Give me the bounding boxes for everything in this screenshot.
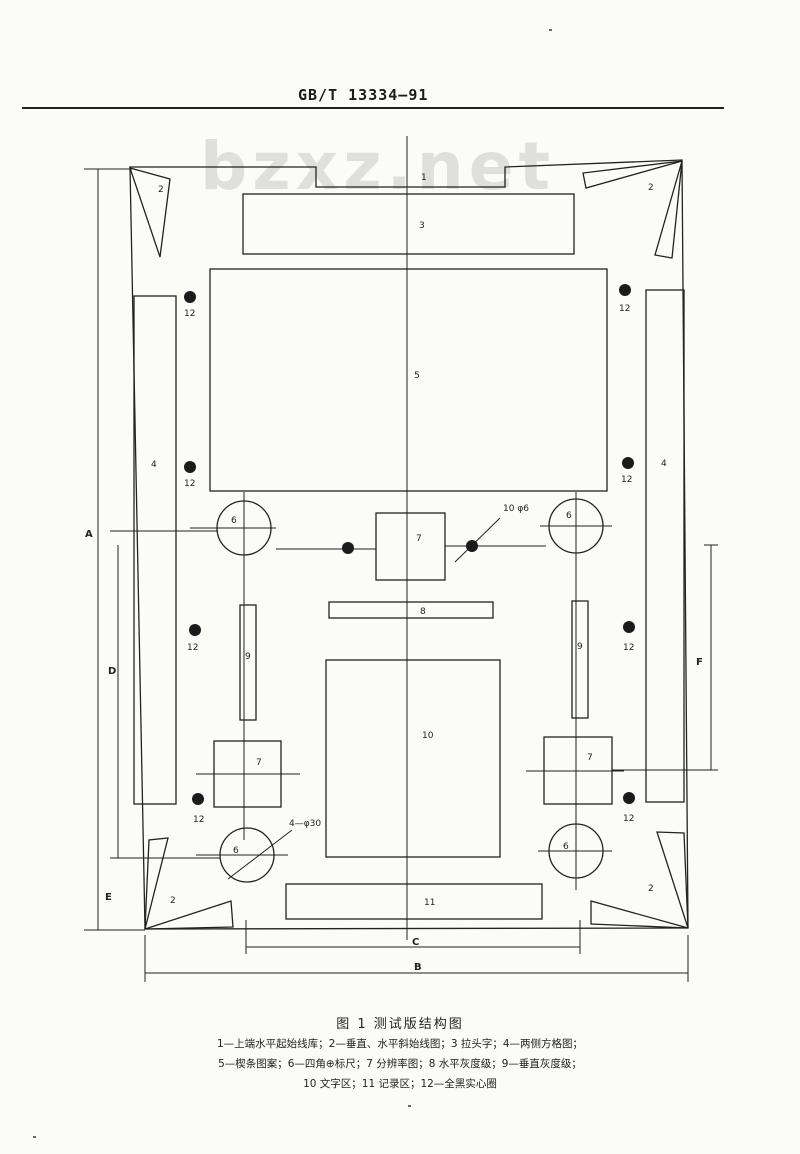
label-7-center: 7 — [416, 534, 422, 544]
black-dot — [184, 461, 196, 473]
black-dot — [189, 624, 201, 636]
vertical-gray-scale-right — [571, 600, 589, 719]
dimension-D: D — [108, 666, 116, 677]
side-chart-left — [133, 295, 177, 805]
label-3: 3 — [419, 221, 425, 231]
black-dot — [623, 792, 635, 804]
label-12: 12 — [193, 815, 204, 825]
corner-mark-top-right — [582, 160, 683, 259]
label-6-top-right: 6 — [566, 511, 572, 521]
side-chart-right — [645, 289, 685, 803]
label-12: 12 — [621, 475, 632, 485]
header-rule — [22, 107, 724, 109]
label-7-bottom-right: 7 — [587, 753, 593, 763]
speck — [549, 29, 552, 31]
label-12: 12 — [184, 479, 195, 489]
axis-lines — [190, 136, 624, 940]
label-12: 12 — [623, 814, 634, 824]
phi6-dot-left — [342, 542, 354, 554]
corner-mark-top-left — [128, 167, 171, 258]
label-11: 11 — [424, 898, 435, 908]
dimension-F: F — [696, 657, 703, 668]
vertical-gray-scale-left — [239, 604, 257, 721]
label-7-bottom-left: 7 — [256, 758, 262, 768]
black-dot — [623, 621, 635, 633]
dimension-E: E — [105, 892, 112, 903]
board-outline — [129, 159, 689, 930]
corner-mark-bottom-right — [590, 831, 689, 929]
black-dots — [184, 284, 635, 805]
test-board-diagram: 1 2 2 3 5 4 4 12 12 12 12 12 12 12 12 6 … — [84, 136, 718, 982]
figure-legend-line-3: 10 文字区；11 记录区；12—全黑实心圈 — [303, 1078, 497, 1090]
label-4-left: 4 — [151, 460, 157, 470]
dimension-B: B — [414, 962, 422, 973]
label-4-right: 4 — [661, 459, 667, 469]
black-dot — [184, 291, 196, 303]
label-9-right: 9 — [577, 642, 583, 652]
dimension-lines — [84, 168, 718, 982]
label-10: 10 — [422, 731, 434, 741]
callout-phi6: 10 φ6 — [503, 504, 529, 514]
horizontal-gray-scale — [328, 601, 494, 619]
corner-mark-bottom-left — [144, 837, 234, 930]
label-2-top-right: 2 — [648, 183, 654, 193]
black-dot — [622, 457, 634, 469]
label-1: 1 — [421, 173, 427, 183]
label-12: 12 — [187, 643, 198, 653]
speck — [33, 1136, 36, 1138]
figure-legend-line-1: 1—上端水平起始线库；2—垂直、水平斜始线图；3 拉头字；4—两侧方格图； — [216, 1038, 584, 1050]
black-dot — [619, 284, 631, 296]
region-3 — [242, 193, 575, 255]
callout-phi30: 4—φ30 — [289, 819, 321, 829]
label-2-top-left: 2 — [158, 185, 164, 195]
region-5-central — [209, 268, 608, 492]
dimension-A: A — [85, 529, 93, 540]
label-6-bottom-right: 6 — [563, 842, 569, 852]
figure-legend-line-2: 5—楔条图案；6—四角⊕标尺；7 分辨率图；8 水平灰度级；9—垂直灰度级； — [218, 1058, 582, 1070]
label-2-bottom-left: 2 — [170, 896, 176, 906]
label-5-central: 5 — [414, 371, 420, 381]
label-12: 12 — [619, 304, 630, 314]
standard-code-header: GB/T 13334—91 — [298, 86, 429, 104]
label-8: 8 — [420, 607, 426, 617]
label-9-left: 9 — [245, 652, 251, 662]
record-area — [285, 883, 543, 920]
label-12: 12 — [184, 309, 195, 319]
figure-caption-title: 图 1 测试版结构图 — [336, 1017, 464, 1032]
label-6-top-left: 6 — [231, 516, 237, 526]
label-12: 12 — [623, 643, 634, 653]
speck — [408, 1105, 411, 1107]
black-dot — [192, 793, 204, 805]
dimension-C: C — [412, 937, 419, 948]
phi6-dot-right — [466, 540, 478, 552]
text-area — [325, 659, 501, 858]
label-6-bottom-left: 6 — [233, 846, 239, 856]
resolution-chart-center — [375, 512, 446, 581]
label-2-bottom-right: 2 — [648, 884, 654, 894]
